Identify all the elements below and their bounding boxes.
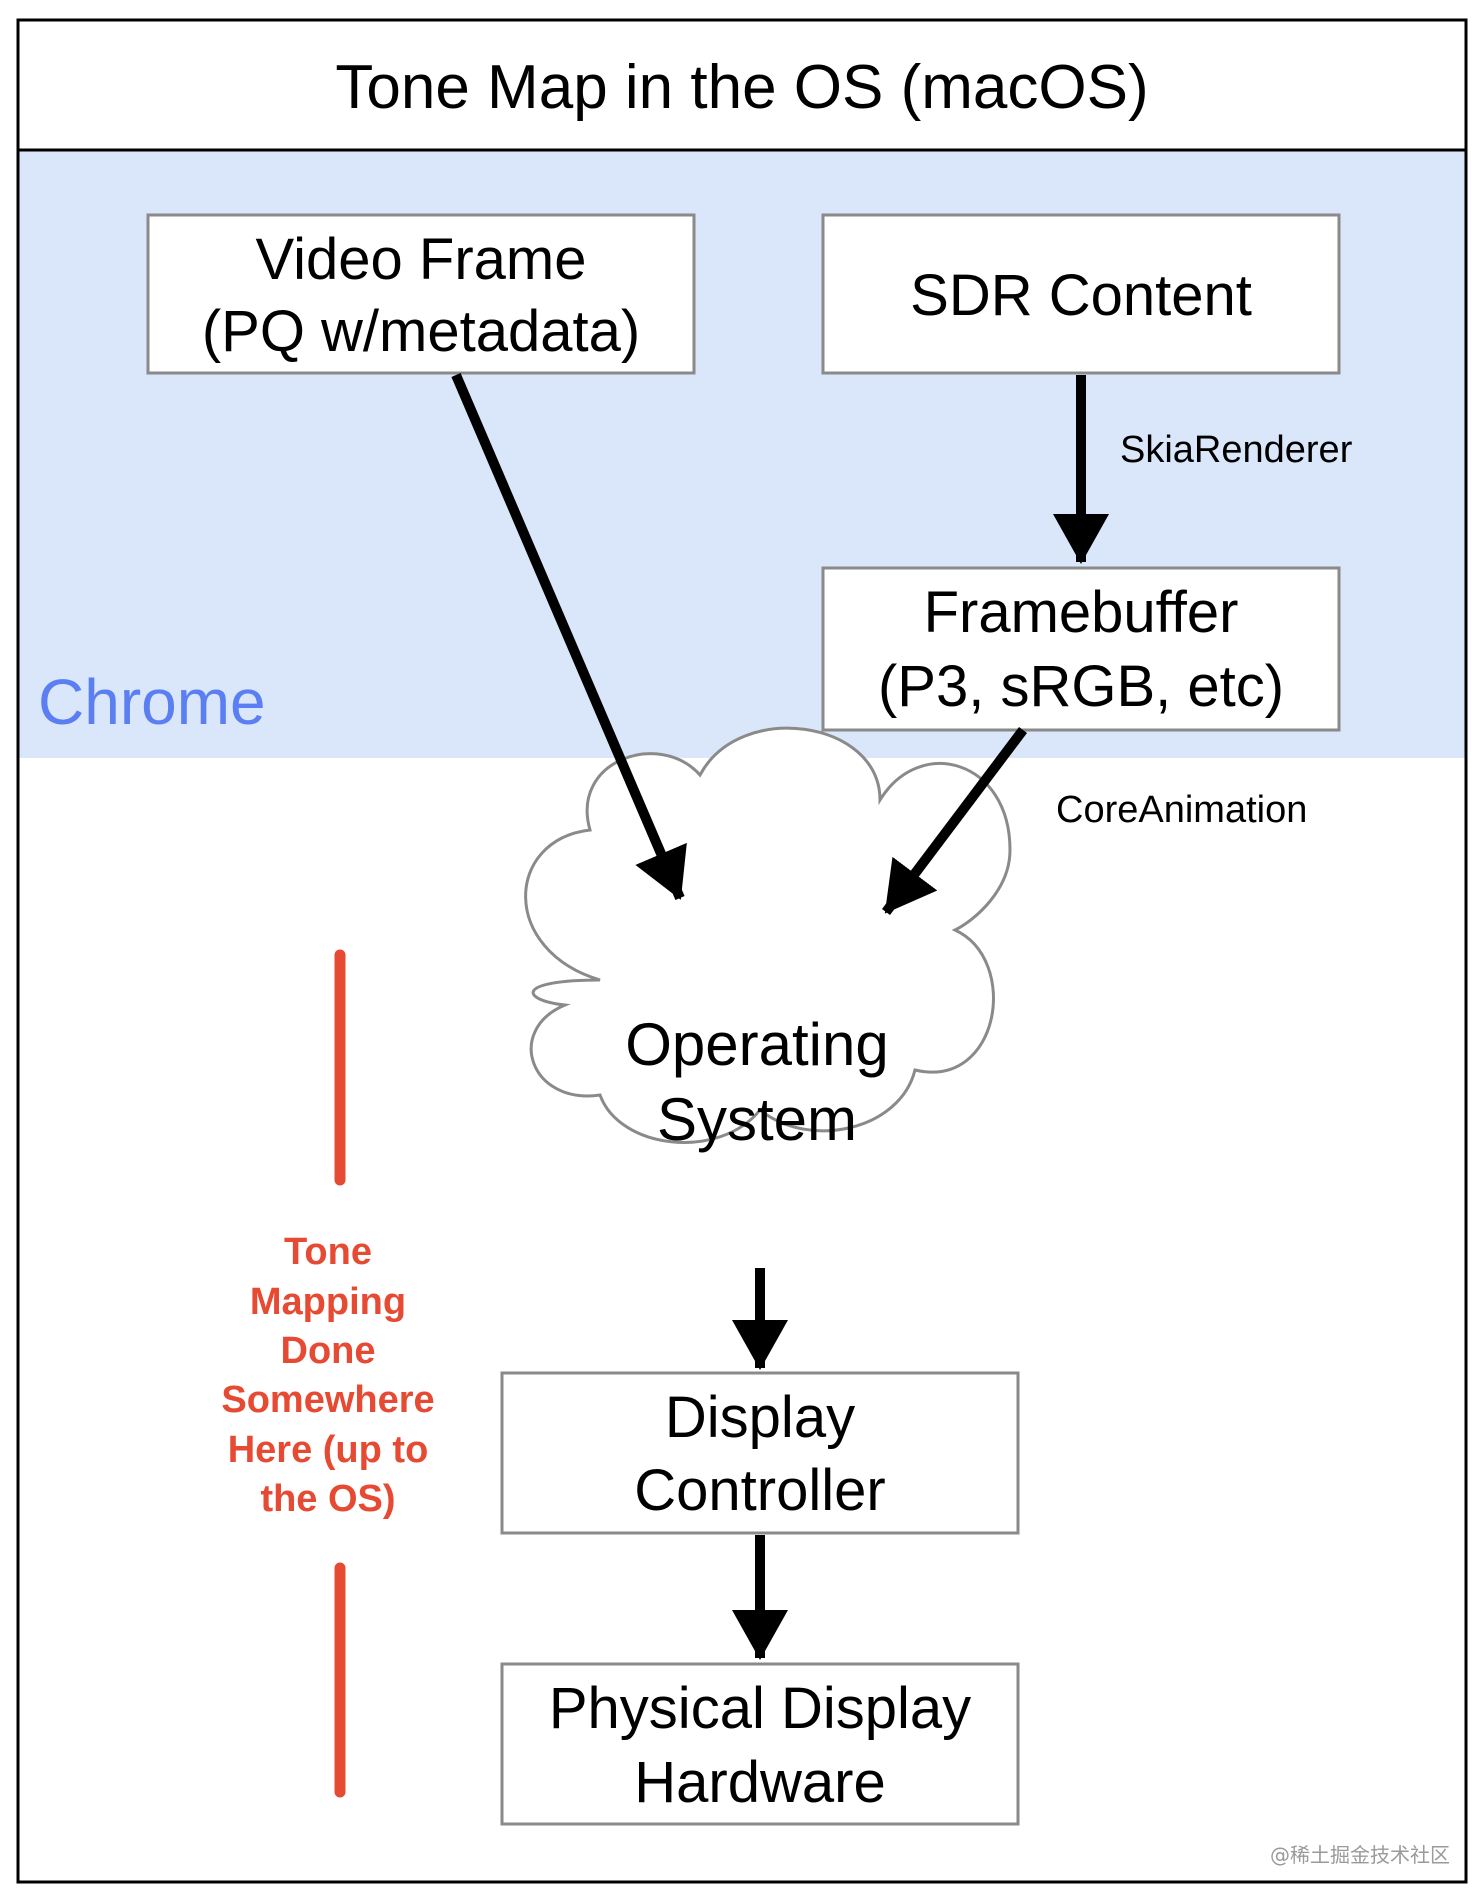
physical-display-node: Physical Display Hardware bbox=[500, 1662, 1020, 1826]
watermark: @稀土掘金技术社区 bbox=[1270, 1843, 1450, 1867]
operating-system-line2: System bbox=[657, 1086, 857, 1153]
tone-mapping-note-line4: Somewhere bbox=[221, 1379, 434, 1421]
tone-mapping-note: Tone Mapping Done Somewhere Here (up to … bbox=[221, 1231, 434, 1520]
tone-mapping-note-line1: Tone bbox=[284, 1231, 372, 1273]
edge-label-skia-renderer: SkiaRenderer bbox=[1120, 429, 1353, 471]
tone-mapping-note-line3: Done bbox=[281, 1330, 376, 1372]
physical-display-line2: Hardware bbox=[634, 1750, 885, 1815]
diagram-title: Tone Map in the OS (macOS) bbox=[335, 53, 1148, 122]
edge-label-core-animation: CoreAnimation bbox=[1056, 789, 1307, 831]
arrow-video-frame-to-os bbox=[451, 373, 687, 900]
physical-display-line1: Physical Display bbox=[549, 1676, 971, 1741]
display-controller-line2: Controller bbox=[634, 1458, 885, 1523]
framebuffer-line2: (P3, sRGB, etc) bbox=[878, 654, 1284, 719]
chrome-region-label: Chrome bbox=[38, 666, 266, 738]
display-controller-line1: Display bbox=[665, 1385, 855, 1450]
tone-mapping-note-line6: the OS) bbox=[260, 1478, 395, 1520]
video-frame-line2: (PQ w/metadata) bbox=[202, 299, 640, 364]
video-frame-node: Video Frame (PQ w/metadata) bbox=[146, 213, 696, 375]
video-frame-line1: Video Frame bbox=[256, 227, 587, 292]
display-controller-node: Display Controller bbox=[500, 1371, 1020, 1535]
sdr-content-line1: SDR Content bbox=[910, 263, 1252, 328]
framebuffer-node: Framebuffer (P3, sRGB, etc) bbox=[821, 566, 1341, 732]
tone-mapping-note-line5: Here (up to bbox=[228, 1429, 429, 1471]
arrow-framebuffer-to-os bbox=[882, 726, 1027, 916]
operating-system-line1: Operating bbox=[625, 1011, 889, 1078]
tone-mapping-note-line2: Mapping bbox=[250, 1281, 406, 1323]
framebuffer-line1: Framebuffer bbox=[924, 580, 1239, 645]
sdr-content-node: SDR Content bbox=[821, 213, 1341, 375]
